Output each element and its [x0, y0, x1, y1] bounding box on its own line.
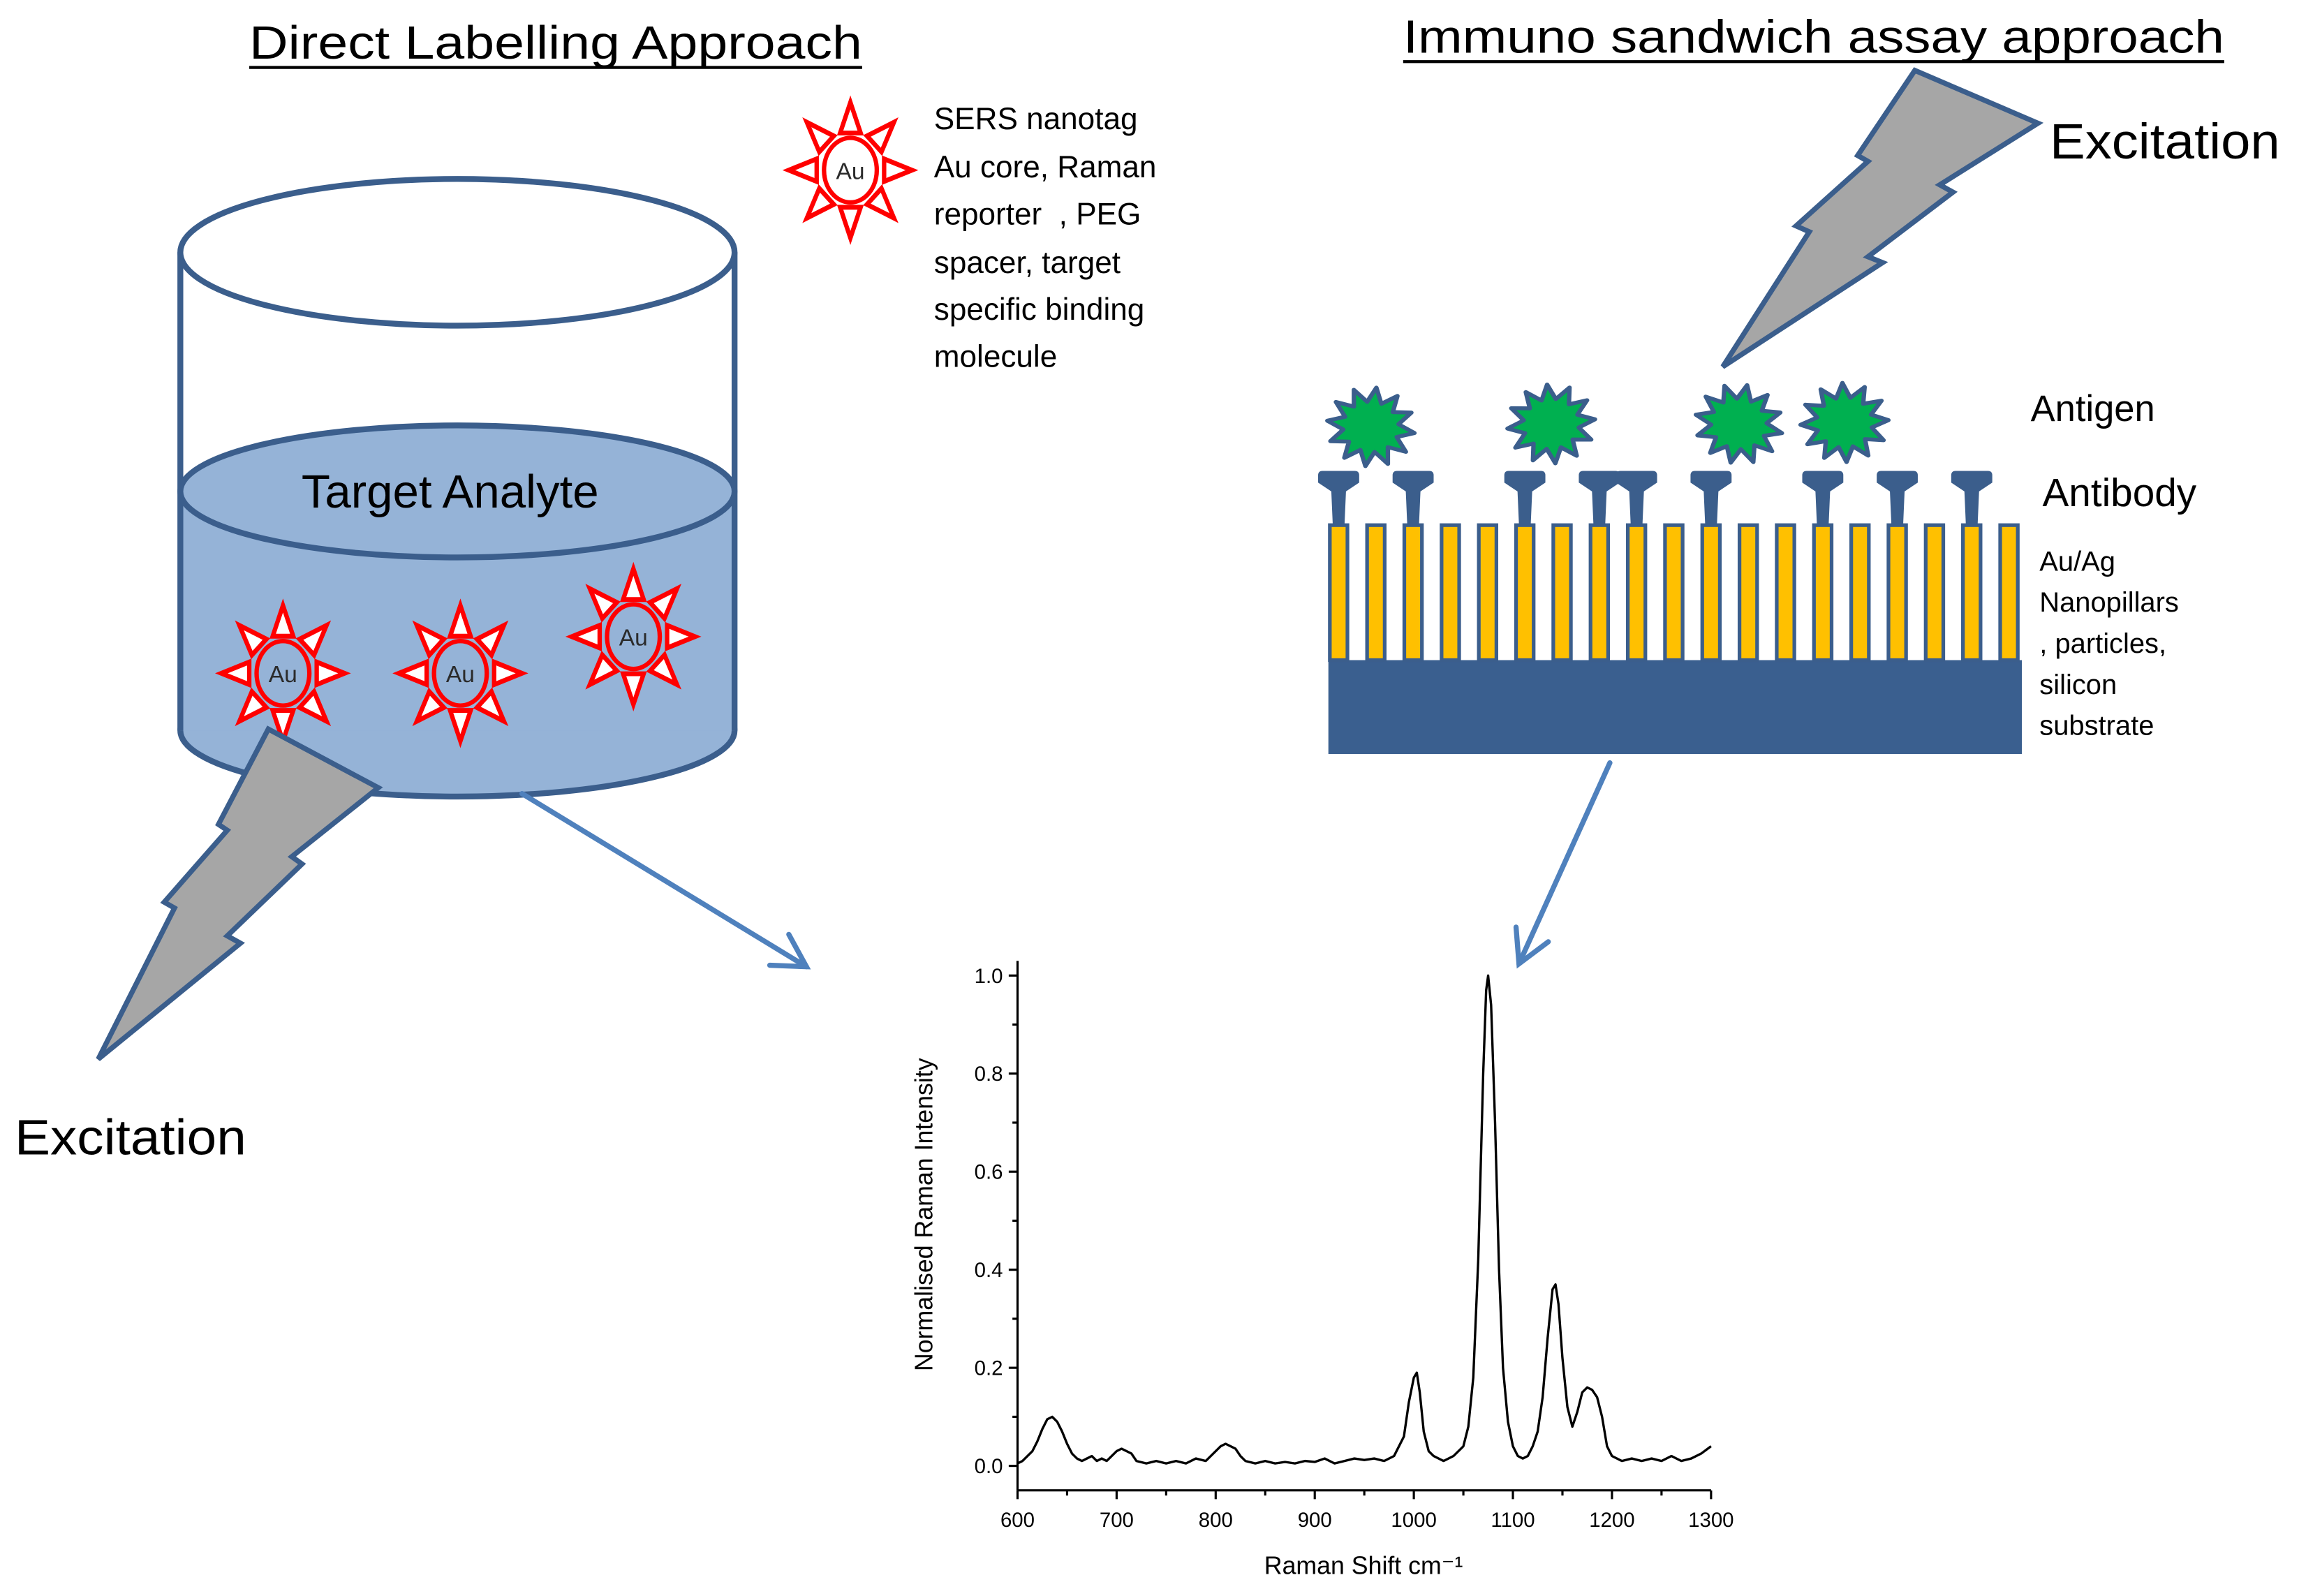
- excitation-bolt-icon: [96, 725, 383, 1061]
- legend-nanotag-icon: Au: [789, 103, 912, 238]
- antibody: [1877, 471, 1918, 526]
- antibody: [1802, 471, 1844, 526]
- nanopillar: [1961, 523, 1983, 663]
- nanopillar: [1514, 523, 1536, 663]
- immuno-sandwich-title: Immuno sandwich assay approach: [1403, 11, 2224, 64]
- antibody: [1951, 471, 1993, 526]
- nanotag: Au: [399, 605, 522, 741]
- nanopillar: [1737, 523, 1759, 663]
- sandwich-assay: [1318, 376, 2023, 754]
- legend-line: molecule: [934, 339, 1057, 374]
- legend-line: Au core, Raman: [934, 150, 1157, 184]
- substrate-label-line: , particles,: [2039, 628, 2166, 659]
- nanopillar: [1700, 523, 1722, 663]
- nanotag-core: [254, 639, 312, 708]
- nanopillar: [1477, 523, 1499, 663]
- nanopillar: [1663, 523, 1685, 663]
- y-tick-label: 0.0: [975, 1455, 1003, 1478]
- x-tick-label: 600: [1000, 1509, 1035, 1532]
- y-tick-label: 1.0: [975, 965, 1003, 988]
- antibody: [1504, 471, 1546, 526]
- nanotag-core-label: Au: [446, 662, 475, 688]
- antigen-array: [1322, 376, 1891, 473]
- nanopillar: [1775, 523, 1796, 663]
- x-tick-label: 1200: [1589, 1509, 1634, 1532]
- spectrum-line: [1017, 974, 1712, 1465]
- arrow-left-to-spectrum: [519, 791, 811, 970]
- nanopillar: [1440, 523, 1461, 663]
- substrate-label-line: Au/Ag: [2039, 546, 2115, 577]
- x-tick-label: 700: [1100, 1509, 1134, 1532]
- antibody: [1579, 471, 1620, 526]
- legend-line: SERS nanotag: [934, 102, 1138, 136]
- nanotag-core: [431, 639, 489, 708]
- target-analyte-label: Target Analyte: [302, 466, 599, 518]
- x-tick-label: 900: [1298, 1509, 1332, 1532]
- antigen: [1322, 381, 1420, 472]
- nanotag-core: [822, 135, 880, 205]
- nanotag: Au: [572, 569, 695, 704]
- y-tick-label: 0.4: [975, 1259, 1003, 1282]
- legend-line: reporter , PEG: [934, 197, 1141, 231]
- direct-labelling-title: Direct Labelling Approach: [249, 17, 862, 69]
- antibody: [1392, 471, 1434, 526]
- antigen: [1687, 376, 1790, 472]
- liquid-surface: [177, 422, 738, 561]
- y-axis-ticks: 0.0 0.2 0.4 0.6 0.8 1.0: [975, 965, 1018, 1478]
- nanopillar: [1923, 523, 1946, 663]
- substrate-label-line: substrate: [2039, 711, 2154, 741]
- x-axis-label: Raman Shift cm⁻¹: [1264, 1551, 1463, 1579]
- antibody: [1690, 471, 1732, 526]
- x-tick-label: 1300: [1688, 1509, 1734, 1532]
- left-excitation-label: Excitation: [15, 1110, 246, 1166]
- nanotag-core-label: Au: [619, 625, 648, 651]
- nanopillar: [1812, 523, 1834, 663]
- y-tick-label: 0.2: [975, 1357, 1003, 1380]
- y-tick-label: 0.6: [975, 1161, 1003, 1184]
- substrate-label-line: Nanopillars: [2039, 587, 2179, 618]
- y-axis-label: Normalised Raman Intensity: [910, 1058, 938, 1371]
- antibody-array: [1318, 471, 1993, 526]
- nanotag-core-label: Au: [269, 662, 297, 688]
- nanopillar: [1849, 523, 1871, 663]
- legend-line: specific binding: [934, 293, 1145, 327]
- nanopillar: [1551, 523, 1573, 663]
- legend-line: spacer, target: [934, 246, 1121, 280]
- nanotag-core-label: Au: [836, 158, 865, 184]
- excitation-bolt-icon: [1720, 67, 2044, 369]
- antibody: [1318, 471, 1359, 526]
- antigen-label: Antigen: [2031, 388, 2155, 429]
- nanopillar: [1998, 523, 2020, 663]
- x-axis-ticks: 600 700 800 900 1000 1100 1200 1300: [1000, 1490, 1734, 1532]
- antigen: [1798, 380, 1891, 464]
- nanotag-core: [605, 602, 663, 672]
- antigen: [1503, 380, 1599, 468]
- right-excitation-label: Excitation: [2050, 114, 2280, 170]
- antibody: [1616, 471, 1657, 526]
- nanotag: Au: [221, 605, 344, 741]
- x-tick-label: 1000: [1391, 1509, 1436, 1532]
- nanotag-legend-text: SERS nanotag Au core, Raman reporter , P…: [0, 0, 1199, 374]
- container-rim: [177, 176, 738, 329]
- nanopillar: [1588, 523, 1611, 663]
- y-tick-label: 0.8: [975, 1063, 1003, 1086]
- antibody-label: Antibody: [2042, 471, 2196, 515]
- nanopillar: [1328, 523, 1350, 663]
- analyte-container: Target Analyte Au Au Au: [177, 176, 738, 800]
- silicon-substrate: [1328, 660, 2023, 754]
- nanopillar: [1625, 523, 1648, 663]
- nanopillar-array: [1328, 523, 2020, 663]
- substrate-label-line: silicon: [2039, 670, 2117, 700]
- nanopillar: [1365, 523, 1387, 663]
- x-tick-label: 800: [1199, 1509, 1233, 1532]
- nanopillar: [1886, 523, 1908, 663]
- arrow-right-to-spectrum: [1513, 760, 1613, 969]
- x-tick-label: 1100: [1491, 1509, 1535, 1532]
- nanopillar: [1402, 523, 1424, 663]
- substrate-label: Au/Ag Nanopillars , particles, silicon s…: [0, 0, 2217, 741]
